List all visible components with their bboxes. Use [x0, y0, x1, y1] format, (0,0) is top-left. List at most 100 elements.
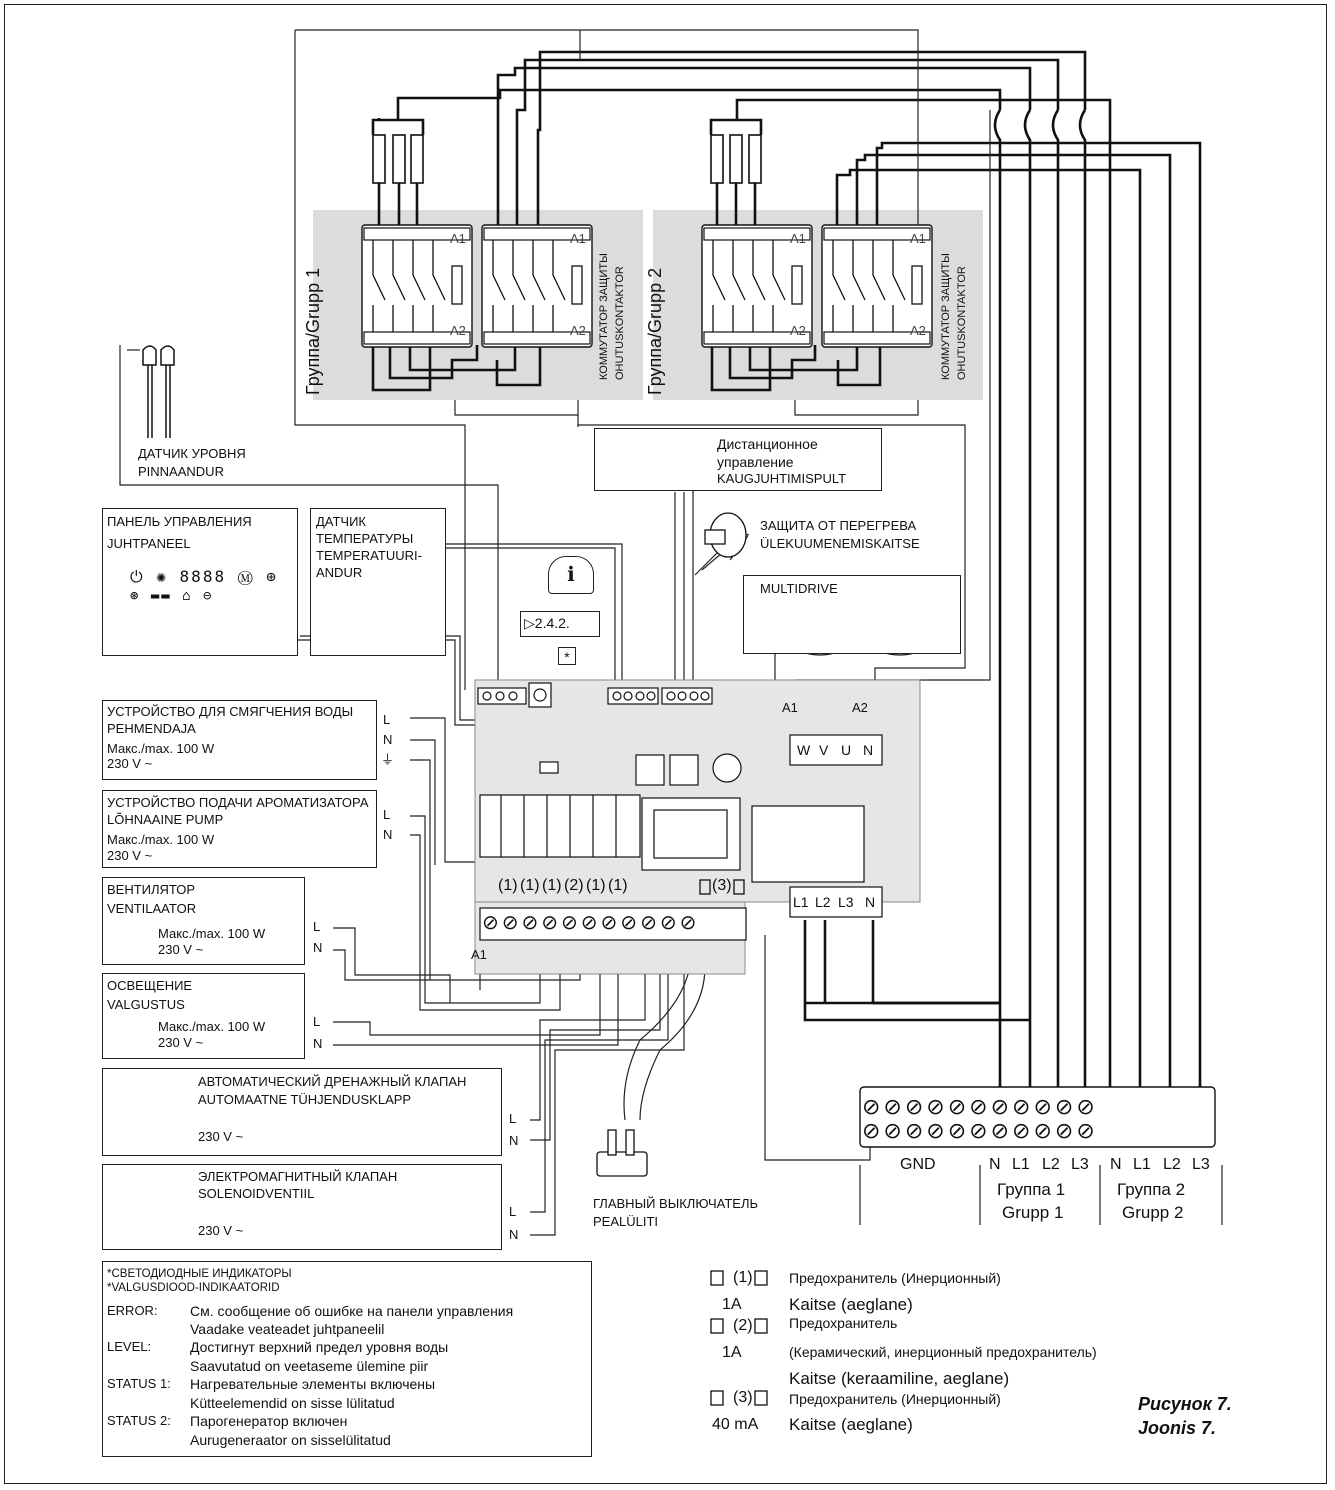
contactor-a1-label: A1 — [910, 231, 926, 246]
strip-g1-l2: L2 — [1042, 1156, 1060, 1173]
solenoid-line2: SOLENOIDVENTIIL — [198, 1186, 315, 1201]
fuse-legend-ru: Предохранитель (Инерционный) — [789, 1270, 1001, 1286]
strip-g1-l3: L3 — [1071, 1156, 1089, 1173]
strip-g2-n: N — [1110, 1156, 1122, 1173]
strip-g2-l1: L1 — [1133, 1156, 1151, 1173]
aroma-line3: Макс./max. 100 W — [107, 832, 215, 847]
led-legend-box — [102, 1261, 592, 1457]
fuse-legend-rating: 1A — [722, 1296, 742, 1313]
manual-book-icon: ℹ — [548, 556, 594, 594]
figure-caption-et: Joonis 7. — [1138, 1418, 1217, 1438]
motor-terminal-v: V — [819, 742, 829, 758]
solenoid-box — [102, 1164, 502, 1250]
softener-line2: PEHMENDAJA — [107, 721, 196, 736]
softener-line4: 230 V ~ — [107, 756, 153, 771]
terminal-strip-screws-2: ⊘⊘⊘⊘⊘⊘⊘⊘⊘⊘⊘ — [862, 1118, 1098, 1143]
supply-terminal-l2: L2 — [815, 894, 831, 910]
solenoid-terminal-l: L — [509, 1204, 517, 1219]
temp-sensor-line1: ДАТЧИК — [316, 514, 366, 529]
strip-group1-ru: Группа 1 — [997, 1180, 1066, 1199]
motor-terminal-u: U — [841, 742, 852, 758]
drain-valve-terminal-l: L — [509, 1111, 517, 1126]
led-row-et: Vaadake veateadet juhtpaneelil — [190, 1321, 385, 1337]
fuse-legend-num: (1) — [733, 1269, 753, 1286]
fan-box — [102, 877, 305, 965]
strip-g1-l1: L1 — [1012, 1156, 1030, 1173]
contactor-a2-label: A2 — [450, 323, 466, 338]
heating-elements-group2 — [710, 134, 762, 184]
supply-terminal-l1: L1 — [793, 894, 809, 910]
main-switch-label-ru: ГЛАВНЫЙ ВЫКЛЮЧАТЕЛЬ — [593, 1196, 759, 1211]
contactor-a1-label: A1 — [450, 231, 466, 246]
led-row-key: LEVEL: — [107, 1339, 152, 1354]
fuse-legend-glyphs — [699, 879, 768, 1406]
supply-terminal-n: N — [865, 894, 876, 910]
fan-terminal-l: L — [313, 919, 321, 934]
motor-terminal-w: W — [797, 742, 811, 758]
aroma-terminal-n: N — [383, 827, 393, 842]
board-fuse: (1) — [520, 877, 540, 894]
overheat-label-et: ÜLEKUUMENEMISKAITSE — [760, 536, 920, 551]
control-panel-label-et: JUHTPANEEL — [107, 536, 191, 551]
main-switch-graphic — [596, 1129, 648, 1177]
terminal-strip-screws: ⊘⊘⊘⊘⊘⊘⊘⊘⊘⊘⊘ — [862, 1094, 1098, 1119]
lighting-terminal-n: N — [313, 1036, 323, 1051]
fan-line3: Макс./max. 100 W — [158, 926, 266, 941]
contactor-a1-label: A1 — [570, 231, 586, 246]
board-fuse: (1) — [608, 877, 628, 894]
contactor-a2-label: A2 — [570, 323, 586, 338]
control-panel-display: ⏻ ✺ 8888 Ⓜ ⊕ — [130, 567, 278, 586]
strip-group2-ru: Группа 2 — [1117, 1180, 1186, 1199]
aroma-terminal-l: L — [383, 807, 391, 822]
solenoid-terminal-n: N — [509, 1227, 519, 1242]
lighting-line4: 230 V ~ — [158, 1035, 204, 1050]
softener-terminal-n: N — [383, 732, 393, 747]
led-row-key: STATUS 1: — [107, 1376, 171, 1391]
fuse-legend-et: Kaitse (aeglane) — [789, 1295, 913, 1314]
fuse-legend-rating: 1A — [722, 1344, 742, 1361]
contactor-a2-label: A2 — [910, 323, 926, 338]
fan-line1: ВЕНТИЛЯТОР — [107, 882, 196, 897]
fuse-legend-ru: Предохранитель — [789, 1315, 898, 1331]
motor-terminal-n: N — [863, 742, 874, 758]
aroma-line4: 230 V ~ — [107, 848, 153, 863]
aroma-line1: УСТРОЙСТВО ПОДАЧИ АРОМАТИЗАТОРА — [107, 795, 369, 810]
led-row-ru: Нагревательные элементы включены — [190, 1376, 436, 1392]
led-asterisk-box: * — [558, 647, 576, 665]
solenoid-line1: ЭЛЕКТРОМАГНИТНЫЙ КЛАПАН — [198, 1169, 398, 1184]
manual-ref-label: ▷2.4.2. — [524, 615, 570, 631]
aroma-box — [102, 790, 377, 868]
strip-g2-l3: L3 — [1192, 1156, 1210, 1173]
contactor-a1-label: A1 — [790, 231, 806, 246]
level-sensor-label-et: PINNAANDUR — [138, 464, 224, 479]
fuse-legend-et: Kaitse (keraamiline, aeglane) — [789, 1369, 1010, 1388]
board-a1-top: A1 — [782, 700, 798, 715]
board-screw-terminals — [479, 907, 747, 941]
remote-line1: Дистанционное — [717, 436, 818, 452]
strip-group2-et: Grupp 2 — [1122, 1203, 1184, 1222]
led-row-ru: Достигнут верхний предел уровня воды — [190, 1339, 449, 1355]
board-connectors — [477, 682, 883, 918]
fan-line4: 230 V ~ — [158, 942, 204, 957]
drain-valve-line3: 230 V ~ — [198, 1129, 244, 1144]
contactor-switches — [372, 240, 923, 332]
control-panel-display-row2: ⊛ ▬▬ ⌂ ⊖ — [130, 588, 214, 604]
fuse-legend-rating: 40 mA — [712, 1416, 759, 1433]
temp-sensor-line3: TEMPERATUURI- — [316, 548, 422, 563]
level-sensor-label-ru: ДАТЧИК УРОВНЯ — [138, 446, 246, 461]
drain-valve-line1: АВТОМАТИЧЕСКИЙ ДРЕНАЖНЫЙ КЛАПАН — [198, 1074, 467, 1089]
fuse-legend-ru2: (Керамический, инерционный предохранител… — [789, 1344, 1097, 1360]
board-fuse-3: (3) — [712, 877, 732, 894]
softener-box — [102, 700, 377, 780]
board-fuse: (1) — [542, 877, 562, 894]
multidrive-label: MULTIDRIVE — [760, 581, 838, 596]
control-panel-label-ru: ПАНЕЛЬ УПРАВЛЕНИЯ — [107, 514, 252, 529]
board-fuse: (1) — [498, 877, 518, 894]
led-row-et: Aurugeneraator on sisselülitatud — [190, 1432, 391, 1448]
lighting-line3: Макс./max. 100 W — [158, 1019, 266, 1034]
group1-safety-label-et: OHUTUSKONTAKTOR — [614, 266, 626, 380]
remote-control-box — [594, 428, 882, 491]
led-row-ru: Парогенератор включен — [190, 1413, 348, 1429]
softener-line1: УСТРОЙСТВО ДЛЯ СМЯГЧЕНИЯ ВОДЫ — [107, 704, 354, 719]
